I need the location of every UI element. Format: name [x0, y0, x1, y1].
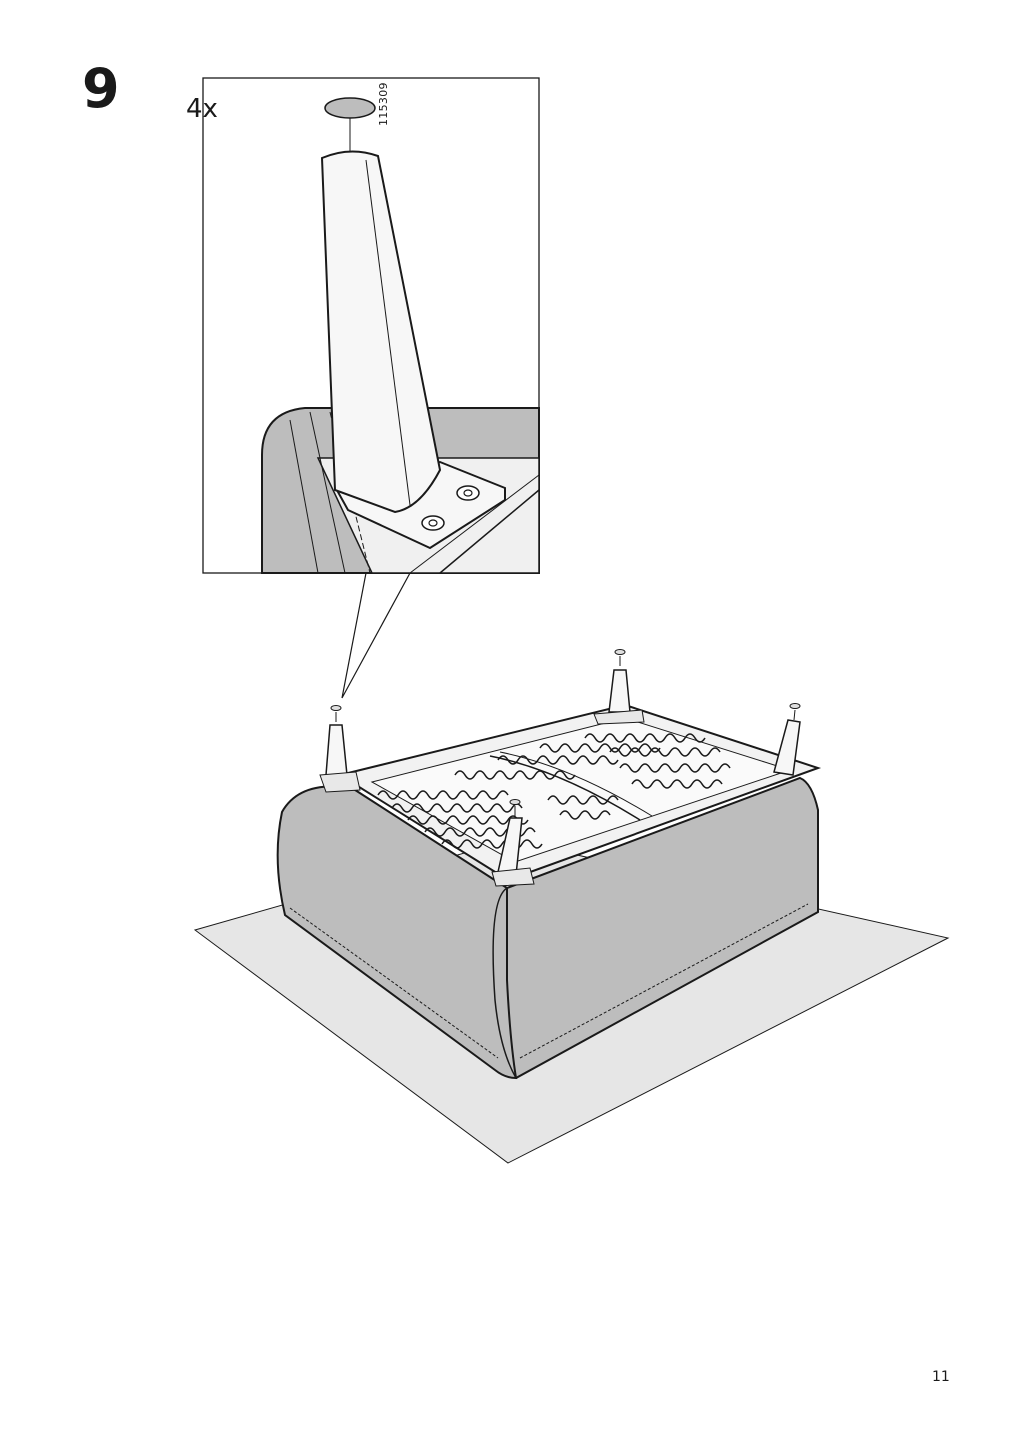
page-number: 11 — [932, 1369, 950, 1385]
sofa-side-front — [276, 785, 518, 1080]
arm-curve — [492, 887, 517, 1079]
step-number: 9 — [82, 57, 120, 120]
callout-pointer — [341, 572, 411, 699]
sofa-leg-back-left — [319, 705, 361, 793]
center-rail-2 — [499, 751, 653, 817]
seam-front — [289, 907, 499, 1059]
center-rail — [489, 755, 641, 821]
sofa-leg-front-left — [491, 799, 535, 887]
detail-inset — [202, 77, 540, 574]
glide-disc — [324, 97, 376, 119]
sofa-leg-front-right — [773, 703, 801, 776]
quantity-label: 4x — [186, 94, 218, 124]
detail-leg — [320, 150, 442, 514]
sofa-leg-back-right — [593, 649, 645, 725]
part-number: 115309 — [377, 82, 390, 126]
seam-side — [519, 903, 809, 1059]
spring-deck — [377, 733, 731, 849]
